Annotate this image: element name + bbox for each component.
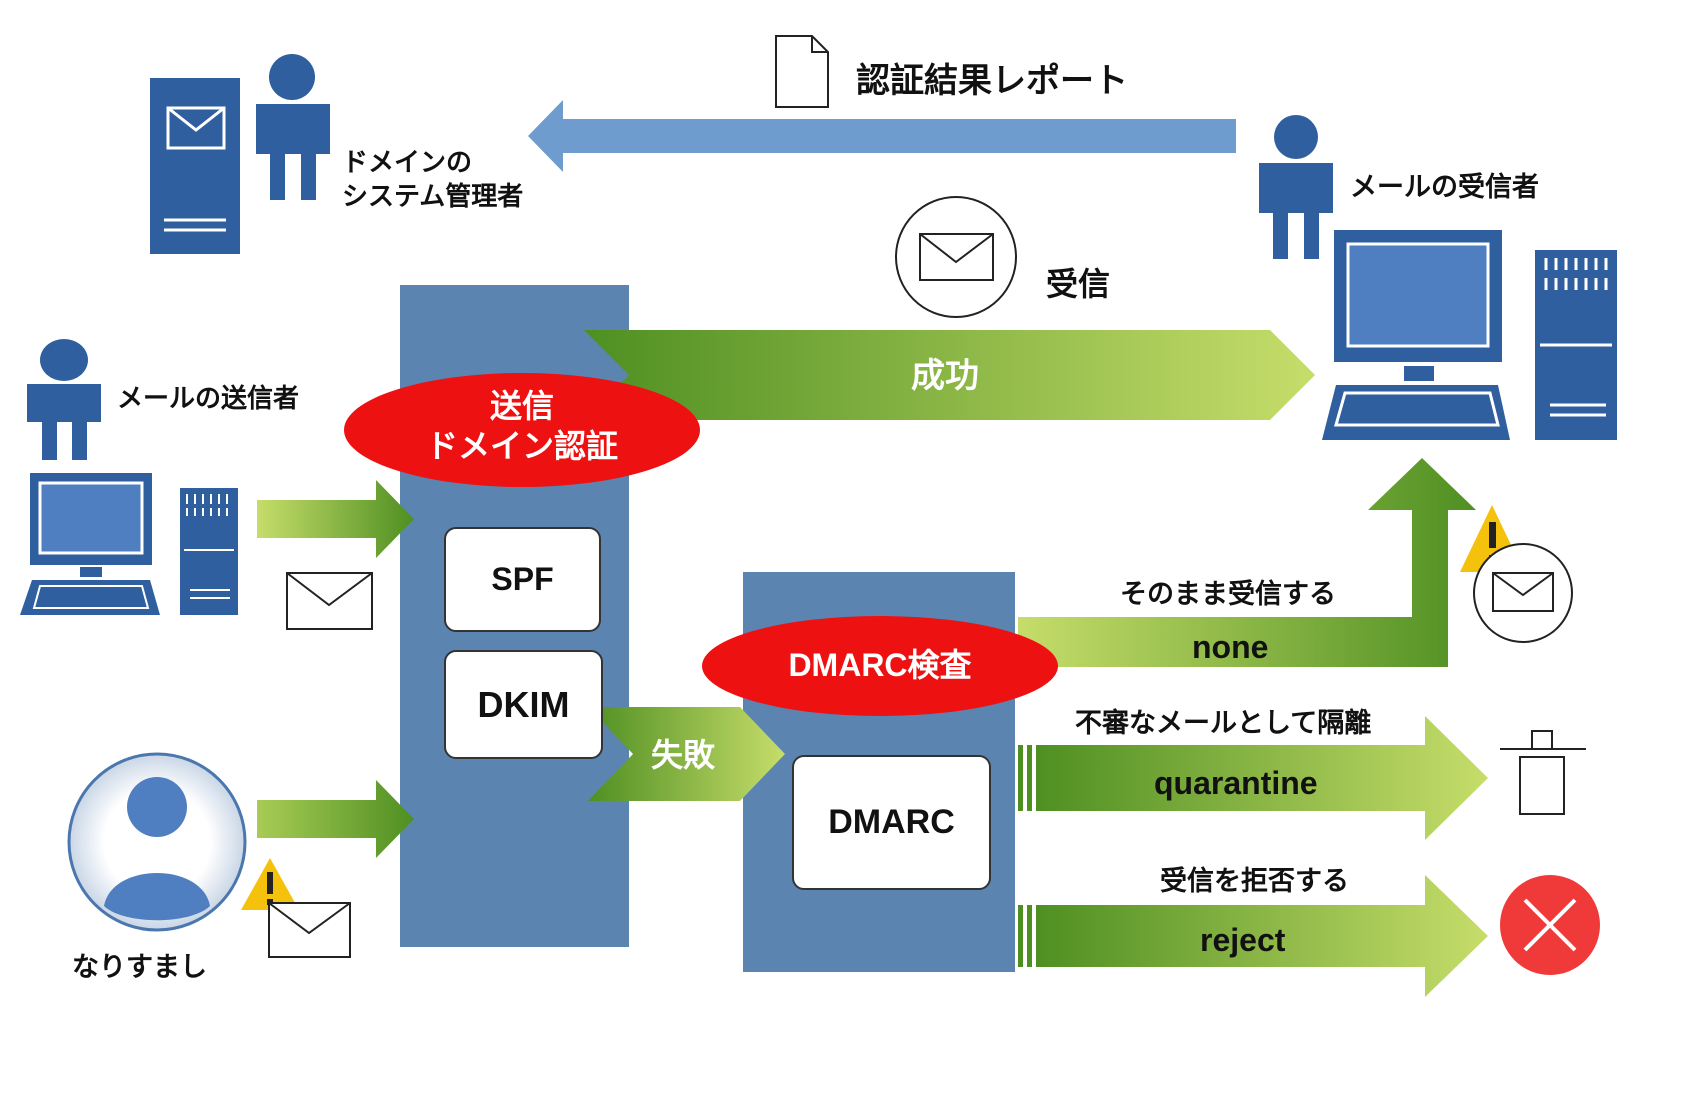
quarantine-arrow [1018,716,1488,840]
quarantine-label: quarantine [1154,765,1318,801]
spoofer-arrow [257,780,414,858]
report-arrow [528,100,1236,172]
dmarc-check-ellipse [702,616,1058,716]
none-description: そのまま受信する [1120,579,1336,610]
sender-arrow [257,480,414,558]
fail-arrow [588,707,785,801]
sender-domain-auth-label: 送信 ドメイン認証 [394,386,650,466]
dkim-box: DKIM [444,650,603,759]
success-label: 成功 [911,356,979,396]
dmarc-check-label: DMARC検査 [788,647,972,683]
envelope-icon [895,196,1017,318]
reject-arrow [1018,875,1488,997]
avatar-icon [67,752,247,932]
trash-icon [1500,730,1586,815]
server-icon [150,78,240,254]
computer-icon [1322,230,1617,440]
reject-icon [1500,875,1600,975]
fail-label: 失敗 [651,736,716,774]
spf-box: SPF [444,527,601,632]
envelope-icon [268,902,351,958]
report-label: 認証結果レポート [856,61,1128,101]
envelope-icon [286,572,373,630]
reject-label: reject [1200,922,1286,958]
admin-label-line2: システム管理者 [342,182,524,212]
person-icon [256,54,330,200]
success-arrow [584,330,1315,420]
reject-description: 受信を拒否する [1160,866,1349,897]
receive-label: 受信 [1046,265,1111,303]
admin-label-line1: ドメインの [342,148,473,178]
person-icon [27,339,101,460]
sender-domain-auth-line1: 送信 [489,387,554,425]
sender-domain-auth-ellipse [344,373,700,487]
none-label: none [1192,629,1269,665]
spoofer-label: なりすまし [72,952,207,983]
sender-domain-auth-line2: ドメイン認証 [425,427,618,465]
envelope-icon [1473,543,1573,643]
document-icon [775,35,829,108]
person-icon [1259,115,1333,259]
dmarc-box: DMARC [792,755,991,890]
sender-label: メールの送信者 [117,384,300,414]
quarantine-description: 不審なメールとして隔離 [1075,708,1372,739]
receiver-label: メールの受信者 [1350,172,1539,203]
admin-label: ドメインの システム管理者 [342,146,523,214]
computer-icon [20,473,238,615]
none-arrow [1018,458,1476,667]
